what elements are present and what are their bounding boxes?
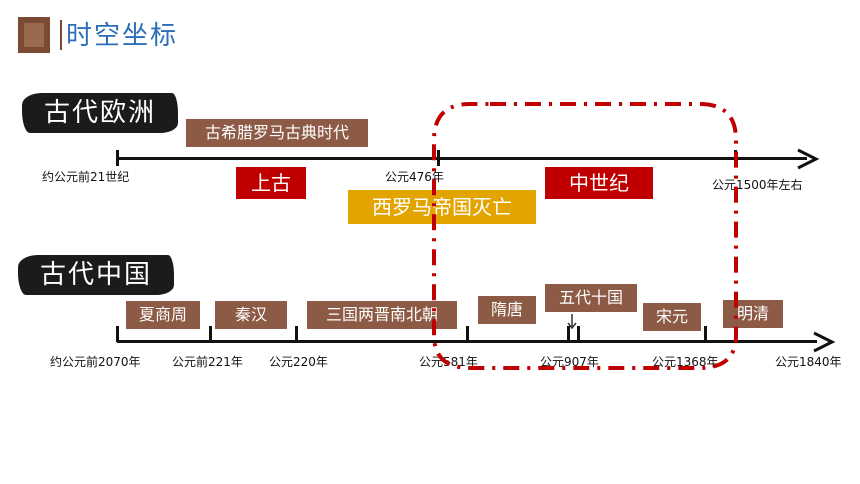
period-box-three-kingdoms: 三国两晋南北朝 xyxy=(307,301,457,329)
china-tick-0 xyxy=(116,326,119,342)
china-tick-label: 约公元前2070年 xyxy=(50,355,141,369)
section-label-china: 古代中国 xyxy=(18,255,175,295)
period-box-ming-qing: 明清 xyxy=(723,300,783,328)
period-box-five-dynasties: 五代十国 xyxy=(545,284,637,312)
china-tick-5 xyxy=(704,326,707,342)
down-arrow-icon xyxy=(567,314,577,330)
china-axis-arrow-icon xyxy=(813,331,836,353)
europe-tick-label: 约公元前21世纪 xyxy=(42,170,130,184)
china-tick-label: 公元907年 xyxy=(540,355,599,369)
period-box-song-yuan: 宋元 xyxy=(643,303,701,331)
period-box-sui-tang: 隋唐 xyxy=(478,296,536,324)
china-tick-4b xyxy=(577,326,580,342)
era-box-ancient: 上古 xyxy=(236,167,306,199)
china-tick-1 xyxy=(209,326,212,342)
europe-tick-1 xyxy=(437,150,440,166)
europe-tick-0 xyxy=(116,150,119,166)
header-square-icon xyxy=(18,17,50,53)
period-box-qin-han: 秦汉 xyxy=(215,301,287,329)
china-tick-3 xyxy=(466,326,469,342)
china-tick-label: 公元1368年 xyxy=(652,355,719,369)
china-tick-2 xyxy=(295,326,298,342)
page-title: 时空坐标 xyxy=(66,21,179,51)
china-tick-4a xyxy=(567,326,570,342)
china-tick-label: 公元220年 xyxy=(269,355,328,369)
section-label-europe: 古代欧洲 xyxy=(22,93,179,133)
europe-axis-line xyxy=(117,157,807,160)
event-box-western-rome-fall: 西罗马帝国灭亡 xyxy=(348,190,536,224)
period-box-classical: 古希腊罗马古典时代 xyxy=(186,119,368,147)
europe-tick-label: 公元476年 xyxy=(385,170,444,184)
era-box-medieval: 中世纪 xyxy=(545,167,653,199)
header-divider xyxy=(60,20,62,50)
china-tick-label: 公元1840年 xyxy=(775,355,842,369)
period-box-xia-shang-zhou: 夏商周 xyxy=(126,301,200,329)
china-tick-label: 公元前221年 xyxy=(172,355,243,369)
europe-axis-arrow-icon xyxy=(797,148,820,170)
